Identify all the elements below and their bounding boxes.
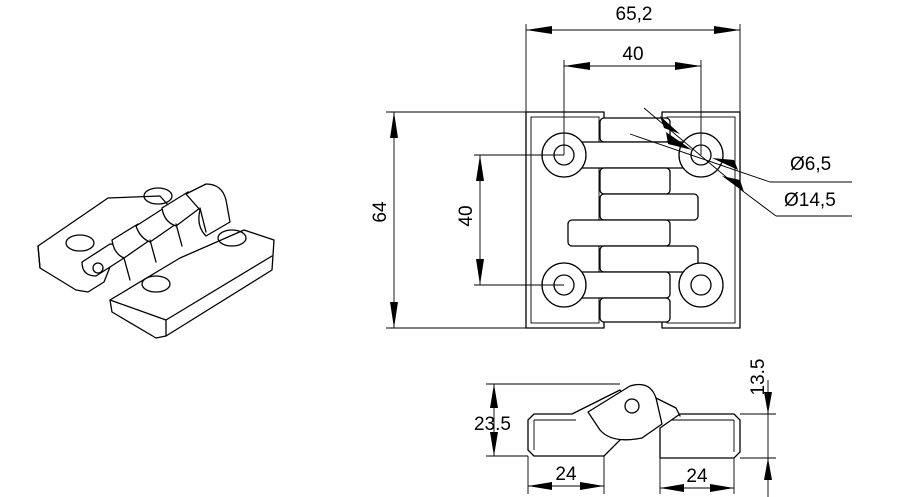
dim-overall-height: 64	[370, 111, 526, 329]
dim-side-height: 23.5	[474, 383, 620, 457]
front-hole-bottom-right-inner	[690, 274, 712, 296]
front-knuckle-3	[599, 167, 671, 195]
iso-hole-right-front	[141, 275, 171, 293]
dim-side-offset: 13.5	[740, 359, 776, 497]
front-view: 65,2 40 64 40	[370, 4, 852, 329]
dim-overall-width-label: 65,2	[616, 4, 653, 25]
front-knuckle-4	[599, 193, 699, 221]
dim-leaf-width-right: 24	[659, 458, 735, 494]
iso-hole-left-back	[143, 187, 173, 205]
iso-hole-right-back	[217, 229, 247, 247]
dim-overall-width: 65,2	[525, 4, 741, 112]
front-knuckle-8	[599, 297, 671, 323]
side-knuckle	[587, 383, 663, 441]
dim-side-height-label: 23.5	[474, 414, 511, 435]
side-view: 23.5 13.5 24 24	[474, 359, 776, 497]
dim-hole-spacing-vertical-label: 40	[456, 205, 477, 226]
iso-left-leaf-edge	[37, 245, 41, 269]
dim-diameters: Ø6,5 Ø14,5	[629, 107, 852, 217]
side-right-leaf-inner	[672, 419, 735, 452]
dim-leaf-width-right-label: 24	[686, 466, 708, 487]
dim-hole-spacing-vertical: 40	[456, 154, 564, 286]
dim-side-offset-label: 13.5	[748, 359, 769, 396]
iso-pin-circle	[92, 262, 104, 274]
isometric-view	[37, 183, 275, 339]
front-hole-bottom-right-outer	[678, 262, 724, 308]
dim-hole-spacing-horizontal-label: 40	[622, 44, 643, 65]
iso-knuckle-lines	[123, 207, 207, 281]
dim-hole-spacing-horizontal: 40	[563, 44, 702, 155]
iso-left-leaf	[37, 195, 177, 293]
iso-right-leaf-edge3	[109, 299, 167, 321]
iso-knuckle-5	[185, 183, 231, 237]
dim-leaf-width-left: 24	[527, 456, 605, 494]
dim-counterbore-diameter-label: Ø14,5	[784, 190, 836, 211]
iso-hole-left-front	[65, 234, 95, 252]
side-pin	[624, 398, 640, 414]
dim-leaf-width-left-label: 24	[555, 464, 577, 485]
front-knuckle-6	[599, 245, 699, 273]
iso-right-leaf-edge	[165, 255, 273, 321]
side-left-leaf-inner	[533, 419, 576, 450]
dim-hole-diameter-label: Ø6,5	[790, 154, 831, 175]
side-knuckle-detail	[655, 397, 681, 417]
iso-right-leaf	[109, 229, 275, 339]
dim-overall-height-label: 64	[370, 201, 391, 223]
side-right-leaf	[659, 413, 741, 459]
front-knuckle-5	[567, 219, 671, 247]
